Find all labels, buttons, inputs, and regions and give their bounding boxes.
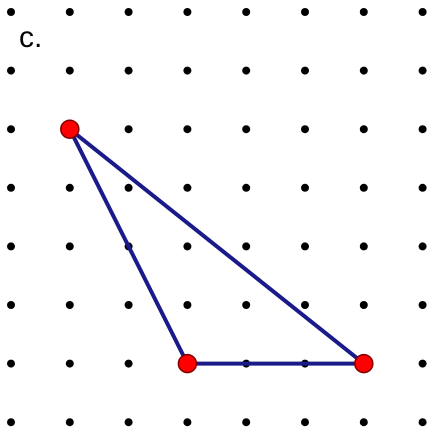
grid-dot [7,66,15,75]
grid-dot [242,183,251,192]
grid-dot [301,125,309,134]
grid-dot [7,301,15,309]
triangle-outline [67,127,366,366]
grid-dot [124,301,133,309]
grid-dot [65,183,74,192]
grid-dot [124,8,133,16]
part-label: c. [19,21,43,54]
grid-dot [183,242,192,251]
grid-dot [124,125,133,134]
grid-dot [359,301,368,309]
grid-dot [242,301,251,309]
grid-dot [7,8,15,16]
grid-dot [65,418,74,427]
grid-dot [183,301,192,309]
triangle-edges [67,127,366,366]
grid-dot [418,8,427,16]
grid-dot [359,8,368,16]
grid-dot [7,242,15,251]
grid-dot [7,125,15,134]
grid-dot [183,8,192,16]
grid-dot [301,66,309,75]
grid-dot [418,183,427,192]
top-left-vertex [60,119,80,139]
grid-dot [242,66,251,75]
grid-dot [183,183,192,192]
grid-dot [359,183,368,192]
grid-dot [7,418,15,427]
grid-dot [65,242,74,251]
triangle-vertices [60,119,374,374]
grid-dot [301,301,309,309]
grid-dot [183,66,192,75]
grid-dot [124,66,133,75]
grid-dot [242,242,251,251]
grid-dot [242,8,251,16]
grid-dot [359,125,368,134]
grid-dot [359,242,368,251]
grid-dot [124,418,133,427]
grid-dot [301,242,309,251]
grid-dot [7,183,15,192]
grid-dot [65,301,74,309]
bottom-right-vertex [354,353,374,374]
grid-dot [418,418,427,427]
grid-dots [7,8,427,427]
grid-dot [418,242,427,251]
bottom-left-vertex [177,353,198,374]
grid-dot [418,359,427,368]
grid-dot [124,359,133,368]
grid-dot [418,125,427,134]
grid-dot [301,8,309,16]
grid-dot [183,418,192,427]
grid-dot [242,418,251,427]
grid-dot [418,301,427,309]
grid-dot [65,8,74,16]
grid-dot [359,66,368,75]
grid-dot [7,359,15,368]
grid-dot [301,418,309,427]
grid-dot [183,125,192,134]
grid-dot [65,66,74,75]
grid-dot [124,183,133,192]
grid-dot [65,359,74,368]
grid-dot [301,183,309,192]
grid-dot [242,125,251,134]
grid-dot [418,66,427,75]
grid-dot [359,418,368,427]
